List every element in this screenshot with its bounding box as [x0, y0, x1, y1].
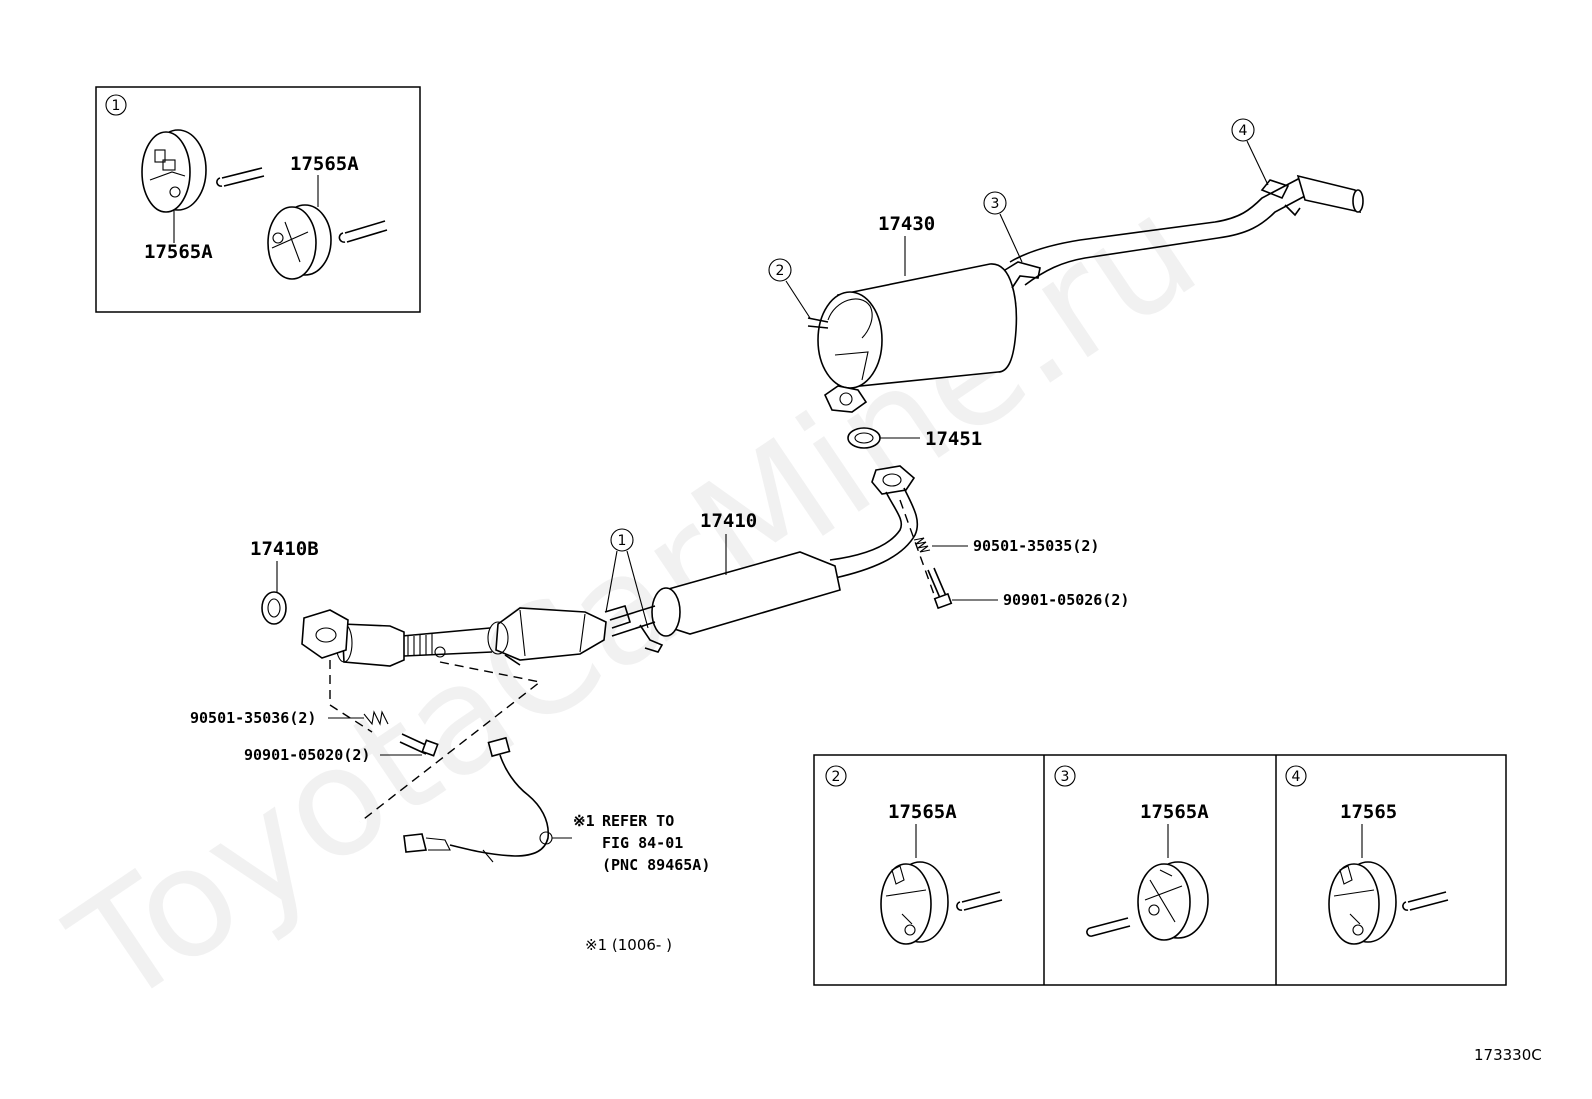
label-17565a-top: 17565A	[290, 153, 359, 175]
front-pipe-17410	[301, 465, 919, 667]
label-17410: 17410	[700, 510, 757, 532]
spring-90501-35036	[363, 710, 389, 726]
inset-1-callout-number: 1	[112, 98, 121, 114]
label-inset-2: 17565A	[888, 801, 957, 823]
callout-4-number: 4	[1239, 123, 1248, 139]
inset-4-callout-circle	[1285, 765, 1307, 787]
callout-3-circle	[983, 191, 1007, 215]
label-90501-35035: 90501-35035(2)	[973, 537, 1099, 555]
label-90901-05020: 90901-05020(2)	[244, 746, 370, 764]
footnote: ※1 (1006- )	[585, 936, 672, 954]
gasket-17410b	[261, 591, 287, 625]
drawing-code: 173330C	[1474, 1046, 1542, 1064]
inset-2-callout-circle	[825, 765, 847, 787]
hanger-inset-2	[880, 861, 1003, 945]
muffler-17430	[807, 174, 1364, 413]
inset-1-hangers: 1 17565A 17565A	[95, 86, 421, 313]
inset-3-callout-number: 3	[1061, 769, 1070, 785]
hanger-17565a-left	[141, 129, 265, 213]
callout-1-pipe-number: 1	[618, 533, 627, 549]
label-17410b: 17410B	[250, 538, 319, 560]
callout-2-number: 2	[776, 263, 785, 279]
hanger-17565a-right	[267, 204, 388, 280]
inset-1-frame	[95, 86, 421, 313]
label-inset-3: 17565A	[1140, 801, 1209, 823]
callout-3-number: 3	[991, 196, 1000, 212]
inset-2-callout-number: 2	[832, 769, 841, 785]
hanger-inset-3	[1086, 861, 1209, 941]
insets-frame	[813, 754, 1507, 986]
sensor-note-line3: (PNC 89465A)	[602, 856, 710, 874]
label-17565a-bottom: 17565A	[144, 241, 213, 263]
callout-4-circle	[1231, 118, 1255, 142]
bolt-90901-05026	[927, 567, 953, 610]
label-90501-35036: 90501-35036(2)	[190, 709, 316, 727]
inset-3-callout-circle	[1054, 765, 1076, 787]
callout-1-pipe-circle	[610, 528, 634, 552]
bolt-90901-05020	[399, 733, 439, 757]
insets-2-3-4: 2 17565A 3 17565A 4 17565	[813, 754, 1507, 986]
label-90901-05026: 90901-05026(2)	[1003, 591, 1129, 609]
sensor-note-mark: ※1	[573, 812, 595, 830]
label-17430: 17430	[878, 213, 935, 235]
callout-2-circle	[768, 258, 792, 282]
label-17451: 17451	[925, 428, 982, 450]
label-inset-4: 17565	[1340, 801, 1397, 823]
sensor-note-line2: FIG 84-01	[602, 834, 683, 852]
inset-1-callout-circle	[105, 94, 127, 116]
gasket-17451	[847, 427, 881, 449]
inset-4-callout-number: 4	[1292, 769, 1301, 785]
spring-90501-35035	[913, 537, 931, 553]
hanger-inset-4	[1328, 861, 1449, 945]
oxygen-sensor	[403, 736, 553, 863]
sensor-note-line1: REFER TO	[602, 812, 674, 830]
